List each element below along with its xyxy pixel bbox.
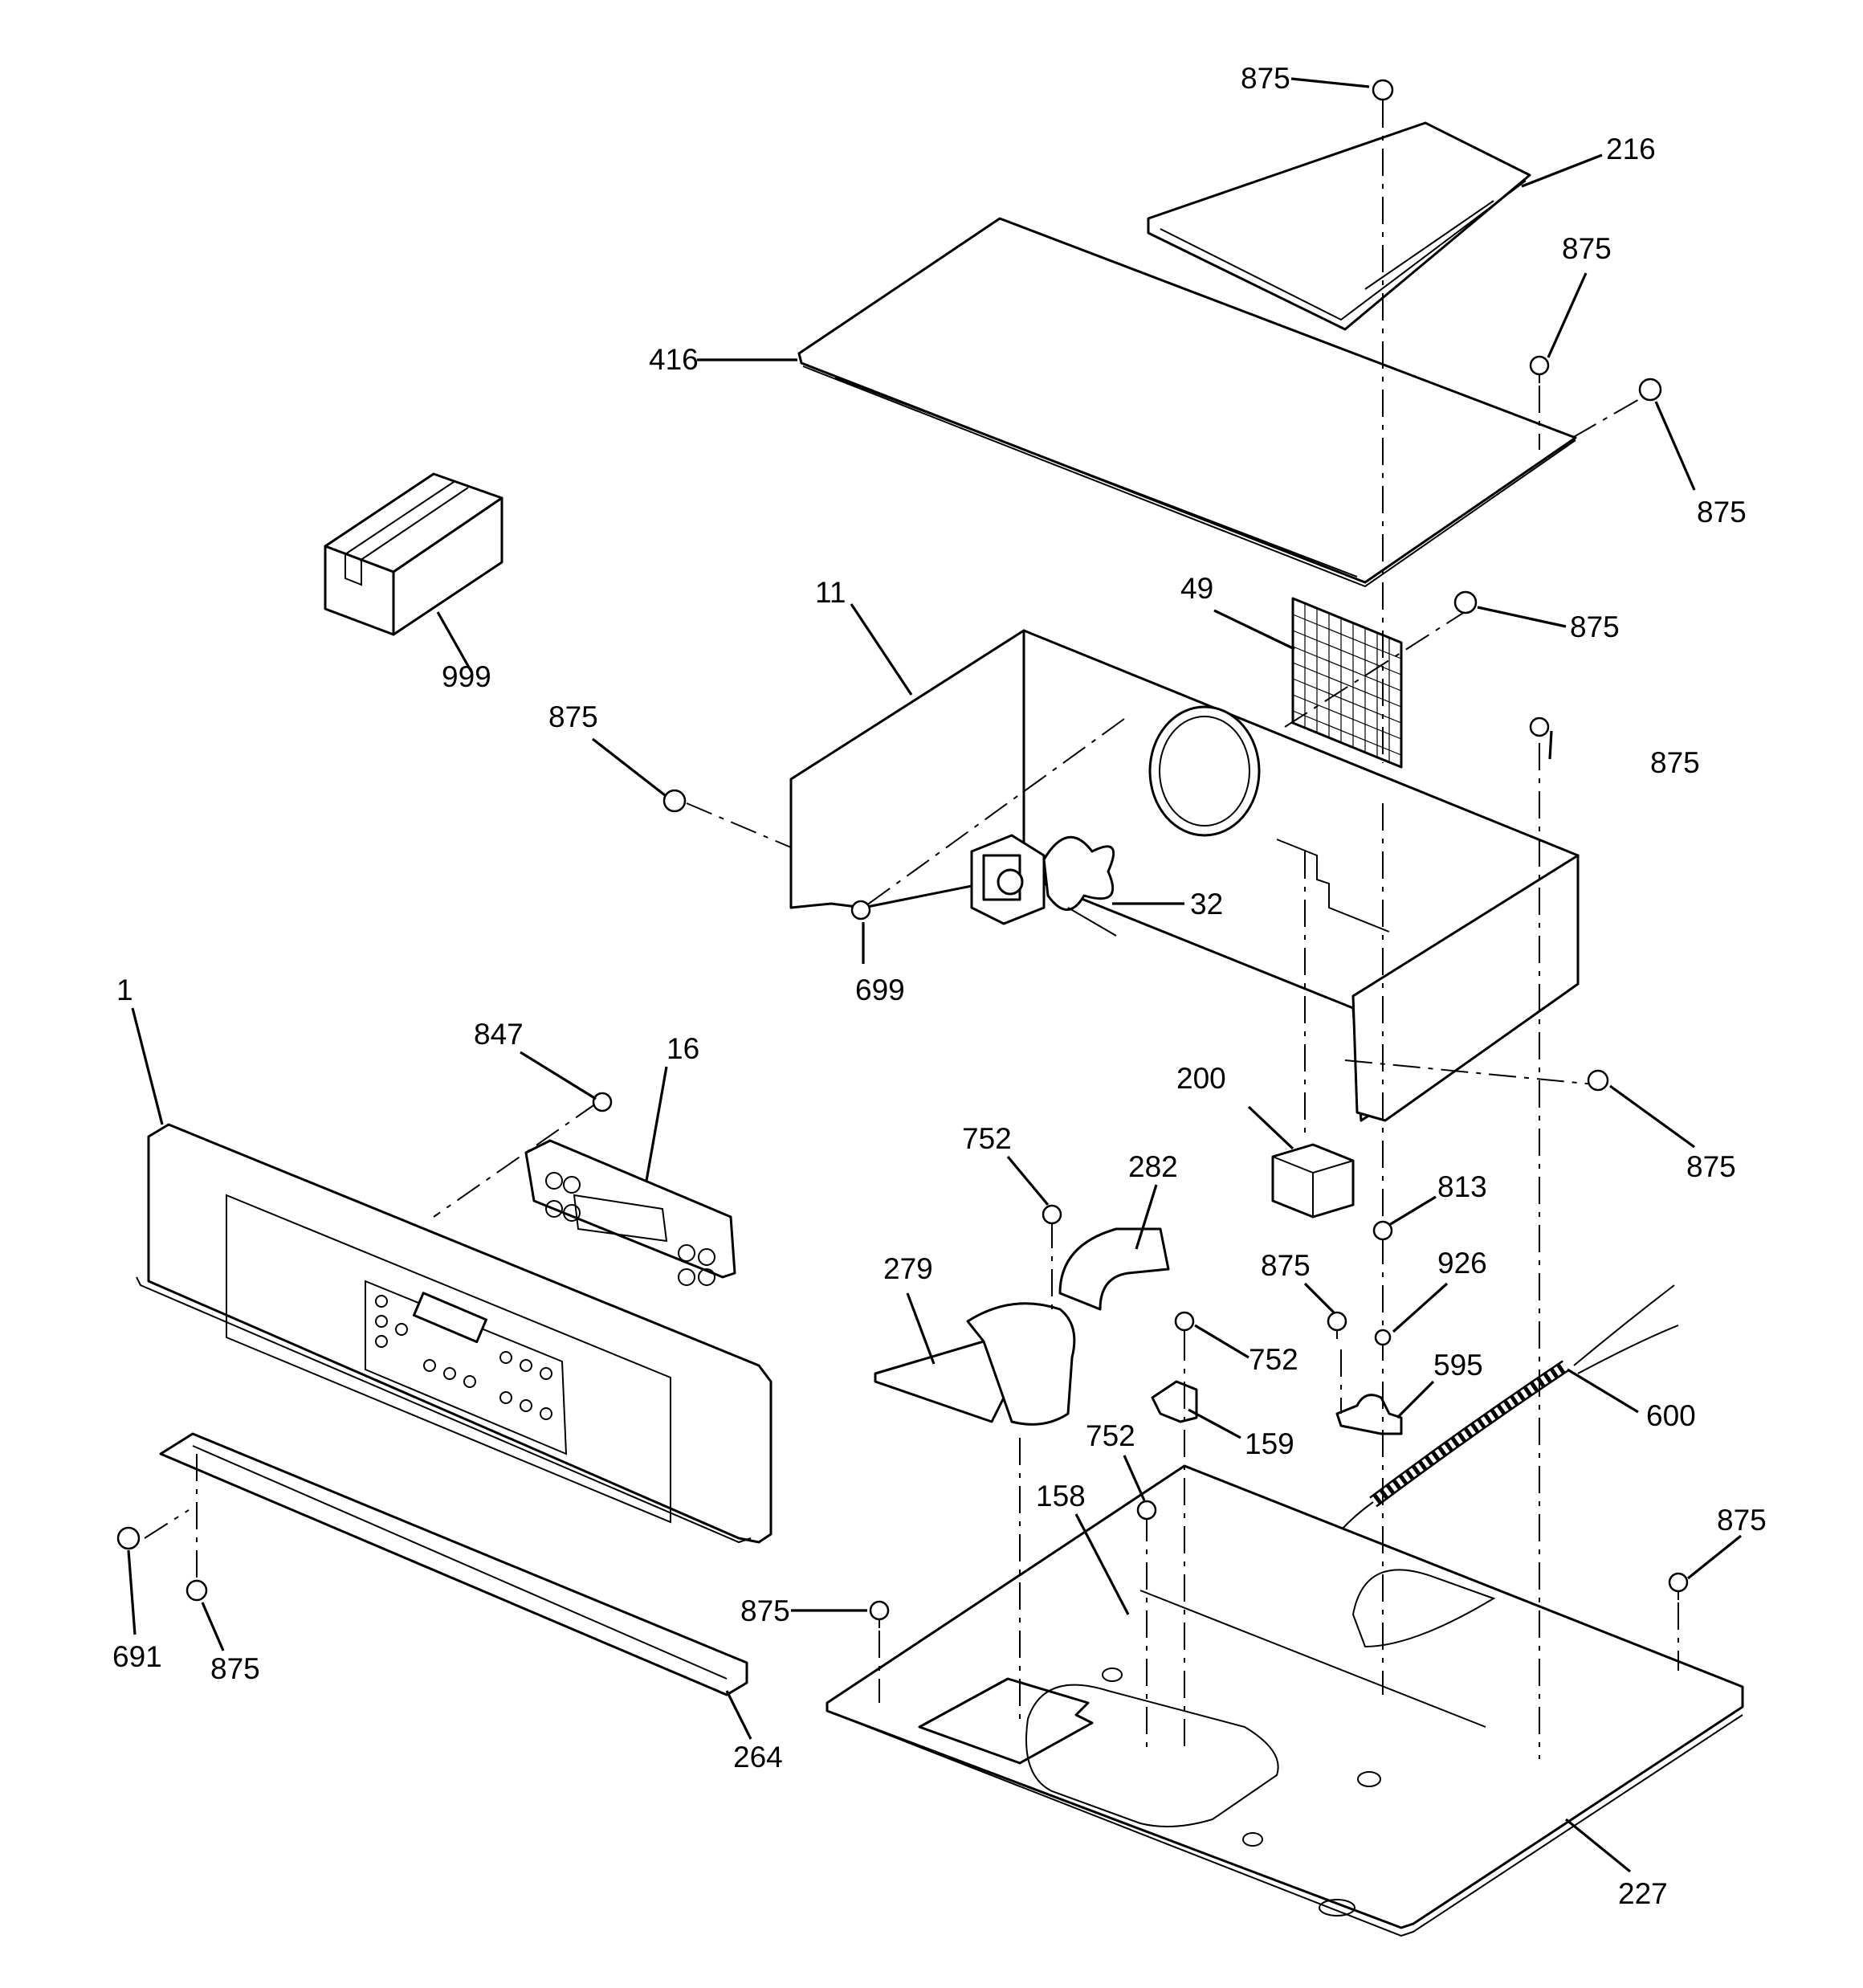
- label-752: 752: [1086, 1419, 1135, 1452]
- part-264-bracket-bar: [159, 1432, 748, 1696]
- label-875: 875: [548, 700, 598, 733]
- control-panel-buttons: [375, 1295, 552, 1420]
- screws: [116, 79, 1689, 1628]
- part-416-top-panel: [797, 217, 1577, 588]
- label-416: 416: [649, 343, 699, 376]
- label-227: 227: [1618, 1877, 1668, 1910]
- screw-icon: [185, 1579, 208, 1602]
- part-1-control-panel: [136, 1123, 773, 1544]
- leader-lines: [127, 77, 1743, 1873]
- label-875: 875: [1562, 232, 1612, 265]
- screw-icon: [869, 1600, 890, 1628]
- screw-icon: [1042, 1204, 1062, 1232]
- label-200: 200: [1176, 1062, 1226, 1095]
- label-847: 847: [474, 1018, 524, 1051]
- screw-icon: [1136, 1500, 1157, 1528]
- label-875: 875: [1717, 1504, 1767, 1537]
- screw-icon: [1529, 355, 1550, 383]
- label-813: 813: [1437, 1170, 1487, 1203]
- label-11: 11: [815, 576, 846, 609]
- part-labels: 875 216 875 416 875 999 49 875 11 875 87…: [112, 62, 1767, 1910]
- label-32: 32: [1190, 888, 1223, 921]
- screw-icon: [1638, 378, 1662, 402]
- label-691: 691: [112, 1640, 162, 1673]
- part-49-mesh: [1291, 597, 1403, 769]
- screw-icon: [1372, 1220, 1393, 1250]
- label-999: 999: [442, 660, 491, 693]
- label-49: 49: [1180, 572, 1213, 605]
- screw-icon: [1529, 716, 1550, 737]
- part-216-cover: [1147, 121, 1531, 331]
- label-159: 159: [1245, 1427, 1294, 1460]
- label-875: 875: [1570, 610, 1620, 643]
- part-595-bracket: [1335, 1394, 1403, 1435]
- screw-icon: [1327, 1311, 1347, 1339]
- part-159-bracket: [1151, 1380, 1198, 1423]
- label-875: 875: [740, 1594, 790, 1627]
- screw-icon: [1668, 1572, 1689, 1600]
- part-200-insulation-block: [1271, 1143, 1355, 1219]
- part-16-control-board: [524, 1139, 736, 1286]
- label-279: 279: [883, 1252, 933, 1285]
- screw-icon: [1372, 79, 1394, 109]
- screw-icon: [116, 1526, 141, 1550]
- label-595: 595: [1433, 1349, 1483, 1382]
- part-282-duct: [1058, 1227, 1170, 1311]
- label-875: 875: [1686, 1150, 1736, 1183]
- label-752: 752: [962, 1122, 1012, 1155]
- label-699: 699: [855, 974, 905, 1006]
- label-875: 875: [1697, 496, 1747, 529]
- label-158: 158: [1036, 1480, 1086, 1512]
- label-926: 926: [1437, 1247, 1487, 1280]
- screw-icon: [1174, 1311, 1195, 1339]
- screw-icon: [592, 1092, 613, 1112]
- screw-icon: [1374, 1329, 1392, 1346]
- label-282: 282: [1128, 1150, 1178, 1183]
- label-1: 1: [116, 974, 133, 1006]
- label-875: 875: [1261, 1249, 1311, 1282]
- label-875: 875: [1650, 746, 1700, 779]
- screw-icon: [662, 789, 687, 813]
- part-999-box: [324, 472, 503, 636]
- label-875: 875: [210, 1652, 260, 1685]
- part-279-vent: [874, 1302, 1076, 1426]
- screw-icon: [1453, 590, 1478, 614]
- label-600: 600: [1646, 1399, 1696, 1432]
- label-875: 875: [1241, 62, 1290, 95]
- part-32-fan-motor: [970, 834, 1117, 937]
- label-752: 752: [1249, 1343, 1298, 1376]
- screw-icon: [1587, 1069, 1609, 1092]
- label-216: 216: [1606, 133, 1656, 165]
- label-264: 264: [733, 1741, 783, 1774]
- part-227-base-pan: [826, 1464, 1744, 1937]
- screw-icon: [850, 900, 871, 921]
- label-16: 16: [667, 1032, 699, 1065]
